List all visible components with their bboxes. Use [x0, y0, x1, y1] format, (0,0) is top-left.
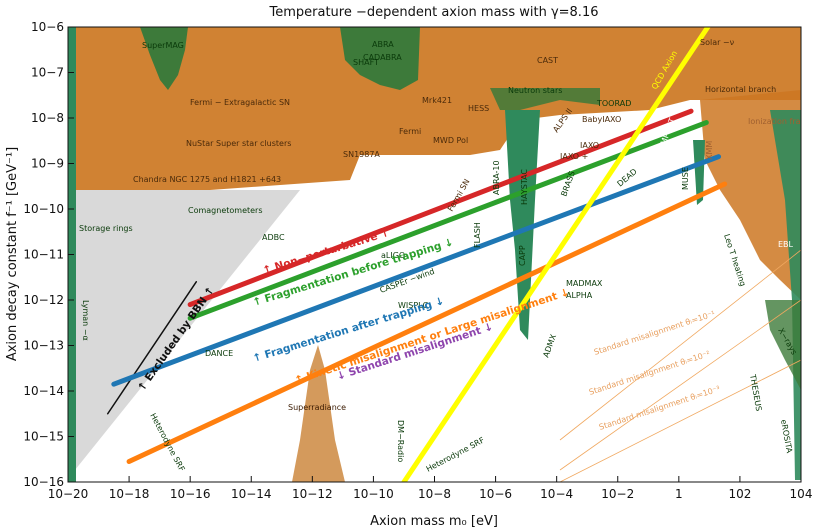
region-label-dance: DANCE: [205, 349, 233, 358]
region-label-madmax: MADMAX: [566, 279, 603, 288]
x-axis-title: Axion mass m₀ [eV]: [370, 514, 498, 529]
region-label-cast: CAST: [537, 56, 558, 65]
x-tick-label-10: 1: [675, 487, 683, 501]
x-tick-label-1: 10−18: [109, 487, 150, 501]
region-label-shaft: SHAFT: [353, 58, 379, 67]
y-tick-label-3: 10−13: [23, 339, 64, 353]
misalignment-guide-3: [559, 359, 801, 482]
y-tick-label-10: 10−6: [31, 20, 64, 34]
series-line-5: [401, 27, 711, 482]
region-label-iaxo: IAXO: [580, 141, 599, 150]
chart-title: Temperature −dependent axion mass with γ…: [269, 5, 599, 20]
region-label-adbc: ADBC: [262, 233, 285, 242]
neutron-star-region: [490, 88, 600, 110]
region-label-babyiaxo: BabyIAXO: [582, 115, 621, 124]
y-tick-label-0: 10−16: [23, 475, 64, 489]
y-tick-label-9: 10−7: [31, 66, 64, 80]
series-layer: [106, 27, 728, 482]
astro-exclusion-region: [68, 27, 801, 190]
region-label-chandra: Chandra NGC 1275 and H1821 +643: [133, 175, 281, 184]
region-label-nustar: NuStar Super star clusters: [186, 139, 291, 148]
y-tick-label-1: 10−15: [23, 430, 64, 444]
region-label-iaxo-plus: IAXO +: [560, 152, 588, 161]
series-line-4: [126, 181, 728, 465]
x-tick-label-12: 104: [790, 487, 813, 501]
region-label-cadabra: CADABRA: [363, 53, 402, 62]
y-axis: 10−16 10−15 10−14 10−13 10−12 10−11 10−10 10−9 1…: [23, 20, 74, 489]
series-line-1: [187, 108, 694, 308]
ebl-green-region: [770, 110, 801, 480]
region-label-abra10: ABRA-10: [492, 160, 501, 195]
y-tick-label-2: 10−14: [23, 384, 64, 398]
x-tick-label-8: 10−4: [540, 487, 573, 501]
x-tick-label-2: 10−16: [170, 487, 211, 501]
x-tick-label-9: 10−2: [601, 487, 634, 501]
region-label-neutron-stars: Neutron stars: [508, 86, 562, 95]
x-tick-label-3: 10−14: [231, 487, 272, 501]
misalignment-guide-1: [559, 249, 801, 441]
region-label-fermi: Fermi: [399, 127, 421, 136]
region-label-toorad: TOORAD: [596, 99, 631, 108]
muse-region: [693, 140, 705, 205]
region-label-muse: MUSE: [681, 167, 690, 190]
region-label-sn1987a: SN1987A: [343, 150, 380, 159]
region-label-superradiance: Superradiance: [288, 403, 346, 412]
superradiance-region: [292, 345, 345, 482]
series-line-0: [106, 281, 198, 415]
y-tick-label-7: 10−9: [31, 157, 64, 171]
region-label-aligo: aLIGO: [381, 251, 405, 260]
region-label-dm-radio: DM−Radio: [396, 420, 405, 462]
plot-area: SuperMAG SHAFT ABRA CADABRA CAST Solar −…: [68, 27, 820, 482]
region-label-ebl: EBL: [778, 240, 794, 249]
y-tick-label-4: 10−12: [23, 293, 64, 307]
x-tick-label-11: 102: [728, 487, 751, 501]
bbn-excluded-region: [68, 190, 300, 470]
region-label-fermi-extragalactic: Fermi − Extragalactic SN: [190, 98, 290, 107]
region-label-mwd-pol: MWD Pol: [433, 136, 468, 145]
x-tick-label-7: 10−6: [479, 487, 512, 501]
region-label-xmm: XMM: [705, 141, 714, 160]
region-label-flash: FLASH: [473, 222, 482, 248]
x-axis: 10−20 10−18 10−16 10−14 10−12 10−10 10−8 10−6 10…: [48, 476, 813, 501]
region-label-capp: CAPP: [518, 245, 527, 266]
region-label-horizontal-branch: Horizontal branch: [705, 85, 776, 94]
x-tick-label-4: 10−12: [292, 487, 333, 501]
region-label-hess: HESS: [468, 104, 489, 113]
xray-region: [765, 300, 801, 390]
x-tick-label-6: 10−8: [418, 487, 451, 501]
region-label-mrk421: Mrk421: [422, 96, 452, 105]
misalignment-guide-2: [559, 299, 801, 471]
region-label-alpha: ALPHA: [566, 291, 593, 300]
region-label-wisplc: WISPLC: [398, 301, 429, 310]
region-label-lyman: Lyman −α: [81, 300, 90, 341]
y-tick-label-8: 10−8: [31, 111, 64, 125]
region-label-supermag: SuperMAG: [142, 41, 184, 50]
region-label-comagnetometers: Comagnetometers: [188, 206, 263, 215]
shaft-abra-region: [340, 27, 420, 90]
region-label-storage-rings: Storage rings: [79, 224, 133, 233]
region-label-abra: ABRA: [372, 40, 394, 49]
region-label-solar-nu: Solar −ν: [700, 38, 735, 47]
supermag-region: [140, 27, 188, 90]
region-label-haystac: HAYSTAC: [520, 169, 529, 205]
y-tick-label-6: 10−10: [23, 202, 64, 216]
x-tick-label-5: 10−10: [353, 487, 394, 501]
series-line-3: [111, 154, 722, 387]
y-tick-label-5: 10−11: [23, 248, 64, 262]
abra10-region: [505, 110, 540, 340]
x-tick-label-0: 10−20: [48, 487, 89, 501]
region-label-ionization: Ionization fraction: [748, 117, 820, 126]
y-axis-title: Axion decay constant f⁻¹ [GeV⁻¹]: [5, 147, 20, 361]
